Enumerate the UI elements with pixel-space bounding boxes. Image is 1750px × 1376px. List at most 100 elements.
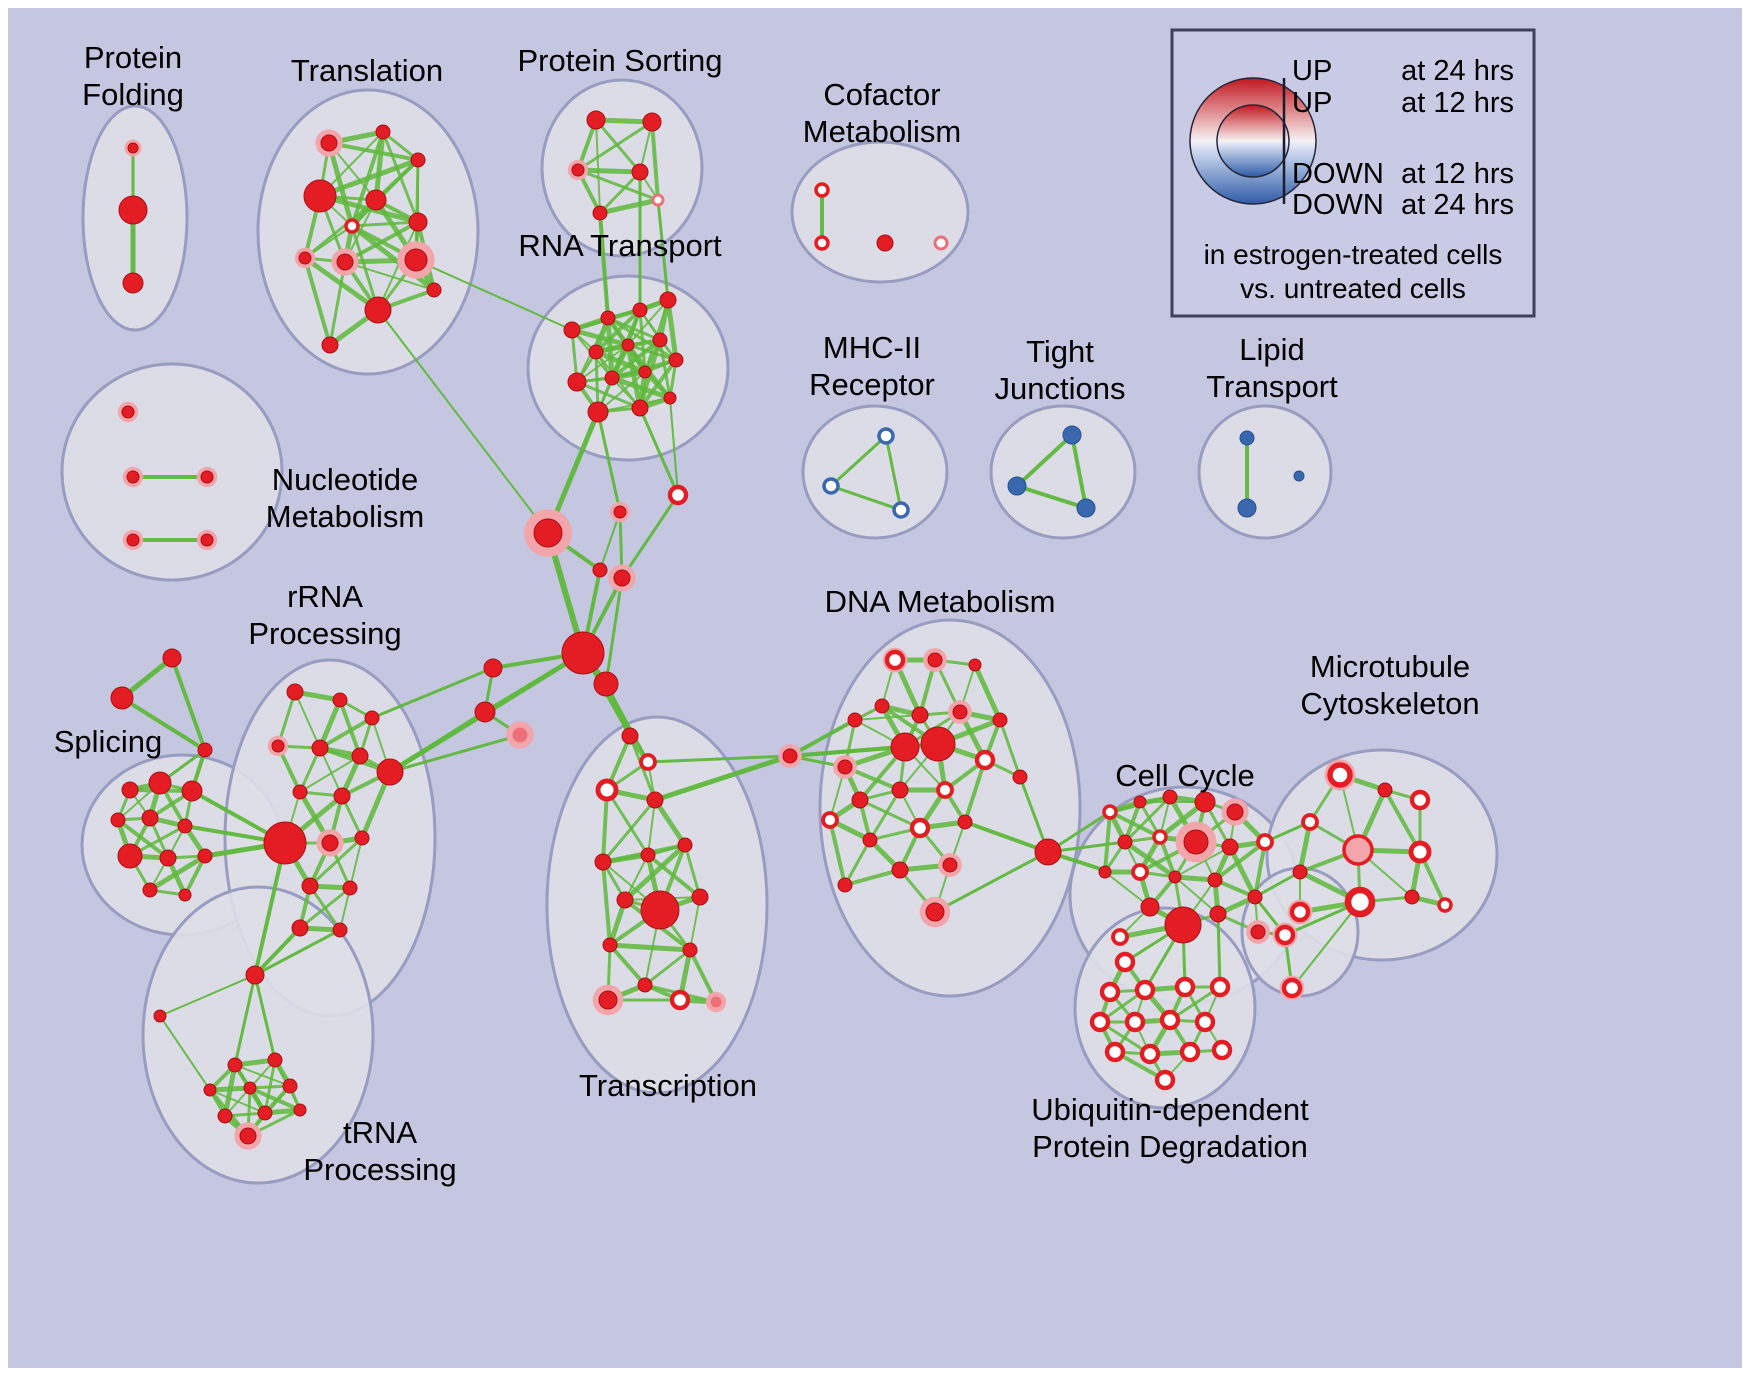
legend-circle-12h-icon xyxy=(1216,104,1290,178)
cluster-ellipse-mhc-ii-receptor xyxy=(801,404,949,540)
node-up xyxy=(110,812,126,828)
edge xyxy=(658,338,672,400)
node-up xyxy=(691,888,709,906)
cluster-label-line: Processing xyxy=(303,1152,456,1187)
node-up-ring xyxy=(974,749,996,771)
edge xyxy=(576,168,660,202)
node-up xyxy=(604,370,620,386)
node-up xyxy=(837,877,853,893)
node-up xyxy=(1209,905,1227,923)
node-up-ring xyxy=(1274,924,1296,946)
edge xyxy=(665,297,679,363)
node-up xyxy=(631,399,649,417)
edge xyxy=(604,576,624,686)
cluster-label-line: RNA Transport xyxy=(518,228,722,263)
node-down xyxy=(1076,498,1096,518)
cluster-ellipse-trna-processing xyxy=(141,885,375,1185)
edge xyxy=(788,718,857,758)
node-up xyxy=(178,888,192,902)
node-up xyxy=(640,847,656,863)
edge xyxy=(233,973,257,1067)
edge xyxy=(1227,844,1258,900)
node-up-ring xyxy=(1124,1011,1146,1033)
cluster-label-line: Protein Sorting xyxy=(517,43,722,78)
node-up xyxy=(121,405,135,419)
node-up xyxy=(1117,834,1133,850)
legend-time-label: at 12 hrs xyxy=(1401,87,1514,119)
edge xyxy=(303,198,378,260)
node-up xyxy=(286,683,304,701)
edge xyxy=(575,380,642,410)
node-up-ring xyxy=(1154,1069,1176,1091)
edge xyxy=(159,974,256,1017)
node-up-ring xyxy=(1152,829,1168,845)
cluster-ellipse-tight-junctions xyxy=(989,404,1137,540)
edge xyxy=(620,493,680,580)
node-down xyxy=(1062,425,1082,445)
node-up xyxy=(616,891,634,909)
edge xyxy=(327,141,420,162)
node-up xyxy=(1292,864,1308,880)
node-up xyxy=(677,837,693,853)
edge xyxy=(317,157,421,199)
node-up xyxy=(592,205,608,221)
edge xyxy=(828,818,847,887)
edge xyxy=(858,798,922,830)
edge xyxy=(843,838,872,887)
node-up xyxy=(782,748,798,764)
cluster-label-line: Protein xyxy=(84,40,182,75)
node-up xyxy=(592,562,608,578)
node-up-ring xyxy=(936,781,954,799)
edge xyxy=(248,1086,302,1112)
node-up-ring xyxy=(1301,813,1319,831)
edge xyxy=(170,656,207,752)
edge xyxy=(601,788,609,864)
cluster-label-line: Metabolism xyxy=(803,114,962,149)
edge xyxy=(116,818,170,860)
edge xyxy=(308,836,364,888)
node-up xyxy=(122,272,144,294)
node-up xyxy=(239,1127,257,1145)
edge xyxy=(1174,846,1231,878)
cluster-label-protein-sorting: Protein Sorting xyxy=(517,43,722,78)
node-up xyxy=(613,569,631,587)
node-up xyxy=(126,470,140,484)
node-up xyxy=(227,1057,243,1073)
cluster-label-line: Receptor xyxy=(809,367,935,402)
node-up-ring xyxy=(814,182,830,198)
node-up xyxy=(586,110,606,130)
node-up-ring xyxy=(1159,1009,1181,1031)
node-up xyxy=(588,344,604,360)
edge xyxy=(626,343,678,362)
edge xyxy=(349,837,363,889)
node-up xyxy=(682,942,698,958)
node-up-ring xyxy=(669,989,691,1011)
edge xyxy=(656,198,670,302)
node-up xyxy=(153,1009,167,1023)
node-up-ring xyxy=(1194,1011,1216,1033)
node-up xyxy=(127,142,139,154)
edge xyxy=(1070,433,1088,510)
node-up xyxy=(404,248,428,272)
node-up xyxy=(375,124,391,140)
node-up-weak xyxy=(709,995,723,1009)
node-up xyxy=(159,849,177,867)
node-up xyxy=(942,857,958,873)
node-up xyxy=(847,712,863,728)
edge xyxy=(599,511,621,571)
edge xyxy=(652,797,688,848)
edge xyxy=(650,120,660,202)
edge xyxy=(253,926,302,977)
node-up xyxy=(200,533,214,547)
edge xyxy=(1253,840,1267,899)
edge xyxy=(868,788,902,842)
node-up xyxy=(257,1105,273,1121)
edge xyxy=(1291,901,1361,989)
edge xyxy=(643,948,692,987)
node-up xyxy=(1034,838,1062,866)
